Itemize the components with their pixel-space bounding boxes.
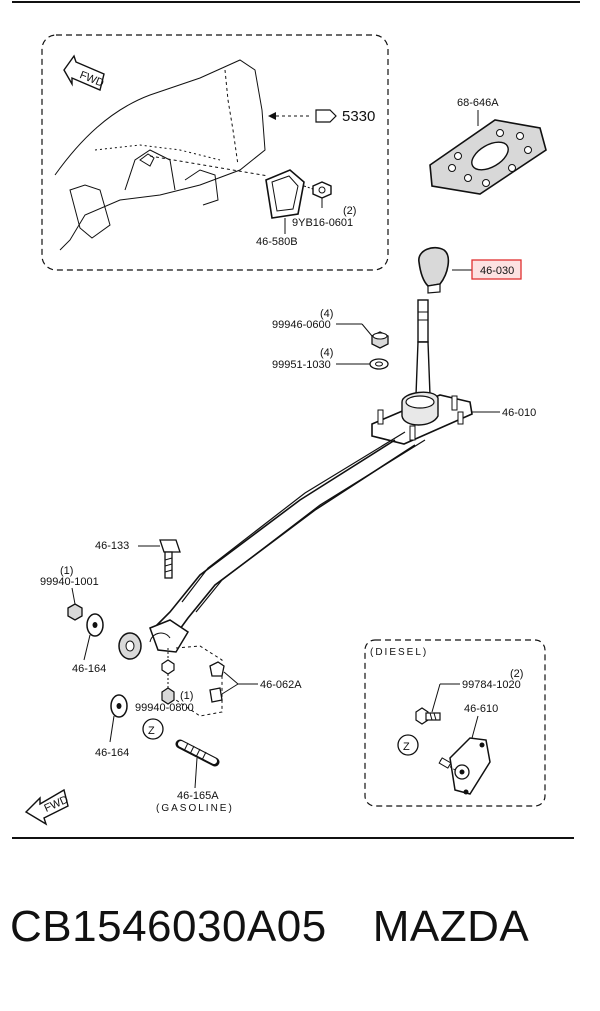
brand-name: MAZDA [372,902,530,951]
bushing-upper: 46-164 [72,613,106,675]
nut-0600: (4) 99946-0600 [272,308,389,349]
washer-qty: (4) [320,347,333,359]
nut-0800: (1) 99940-0800 [135,648,194,714]
floor-tunnel-sketch [54,59,269,251]
bolt-label: 9YB16-0601 [292,217,353,229]
bolt-133: 46-133 [95,539,181,579]
bolt133-label: 46-133 [95,540,129,552]
lever-bush [118,632,171,660]
z-marker-diesel: Z [397,734,419,756]
cover-plate [265,169,305,219]
diesel-bracket-label: 46-610 [464,703,498,715]
z-marker: Z [148,725,155,737]
washer-1030: (4) 99951-1030 [272,347,389,371]
knob-highlight[interactable] [471,259,522,280]
ref-label: 5330 [342,108,375,125]
ref-arrow: 5330 [268,108,375,125]
shift-lever-assembly [149,299,500,653]
bush-top-label: 46-164 [72,663,106,675]
inset-top: FWD 5330 [41,34,389,271]
part-number: CB1546030A05 [10,902,327,951]
inset-diesel: (DIESEL) (2) 99784-1020 46-610 Z [364,639,546,807]
diesel-bolt-qty: (2) [510,668,523,680]
rod-label: 46-165A [177,790,219,802]
diesel-bracket [438,737,491,795]
diesel-bolt [415,707,441,725]
footer-caption: CB1546030A05 MAZDA [10,902,529,952]
nut-label: 99946-0600 [272,319,331,331]
bushing-lower: 46-164 [95,694,129,759]
bush062-label: 46-062A [260,679,302,691]
rod-note: (GASOLINE) [156,803,234,814]
rod-165a: 46-165A (GASOLINE) [156,739,234,814]
nut0800-qty: (1) [180,690,193,702]
nut-top [303,181,332,208]
fwd-arrow-bottom-icon: FWD [24,788,70,826]
diesel-bolt-label: 99784-1020 [462,679,521,691]
gear-boot-plate: 68-646A [429,97,547,195]
lever-label: 46-010 [502,407,536,419]
bush-bottom-label: 46-164 [95,747,129,759]
bushing-062a: 46-062A [175,645,302,717]
shift-knob [418,246,472,294]
diesel-z: Z [403,741,410,753]
nut1001-label: 99940-1001 [40,576,99,588]
nut0800-label: 99940-0800 [135,702,194,714]
cover-label: 46-580B [256,236,298,248]
fwd-arrow-icon: FWD [63,54,106,91]
diesel-title: (DIESEL) [370,647,428,658]
washer-label: 99951-1030 [272,359,331,371]
nut1001-qty: (1) [60,565,73,577]
bolt-qty: (2) [343,205,356,217]
z-marker-left: Z [142,718,164,740]
plate-label: 68-646A [457,97,499,109]
knob-label[interactable]: 46-030 [480,265,514,277]
nut-1001: (1) 99940-1001 [40,565,99,621]
nut-qty: (4) [320,308,333,320]
